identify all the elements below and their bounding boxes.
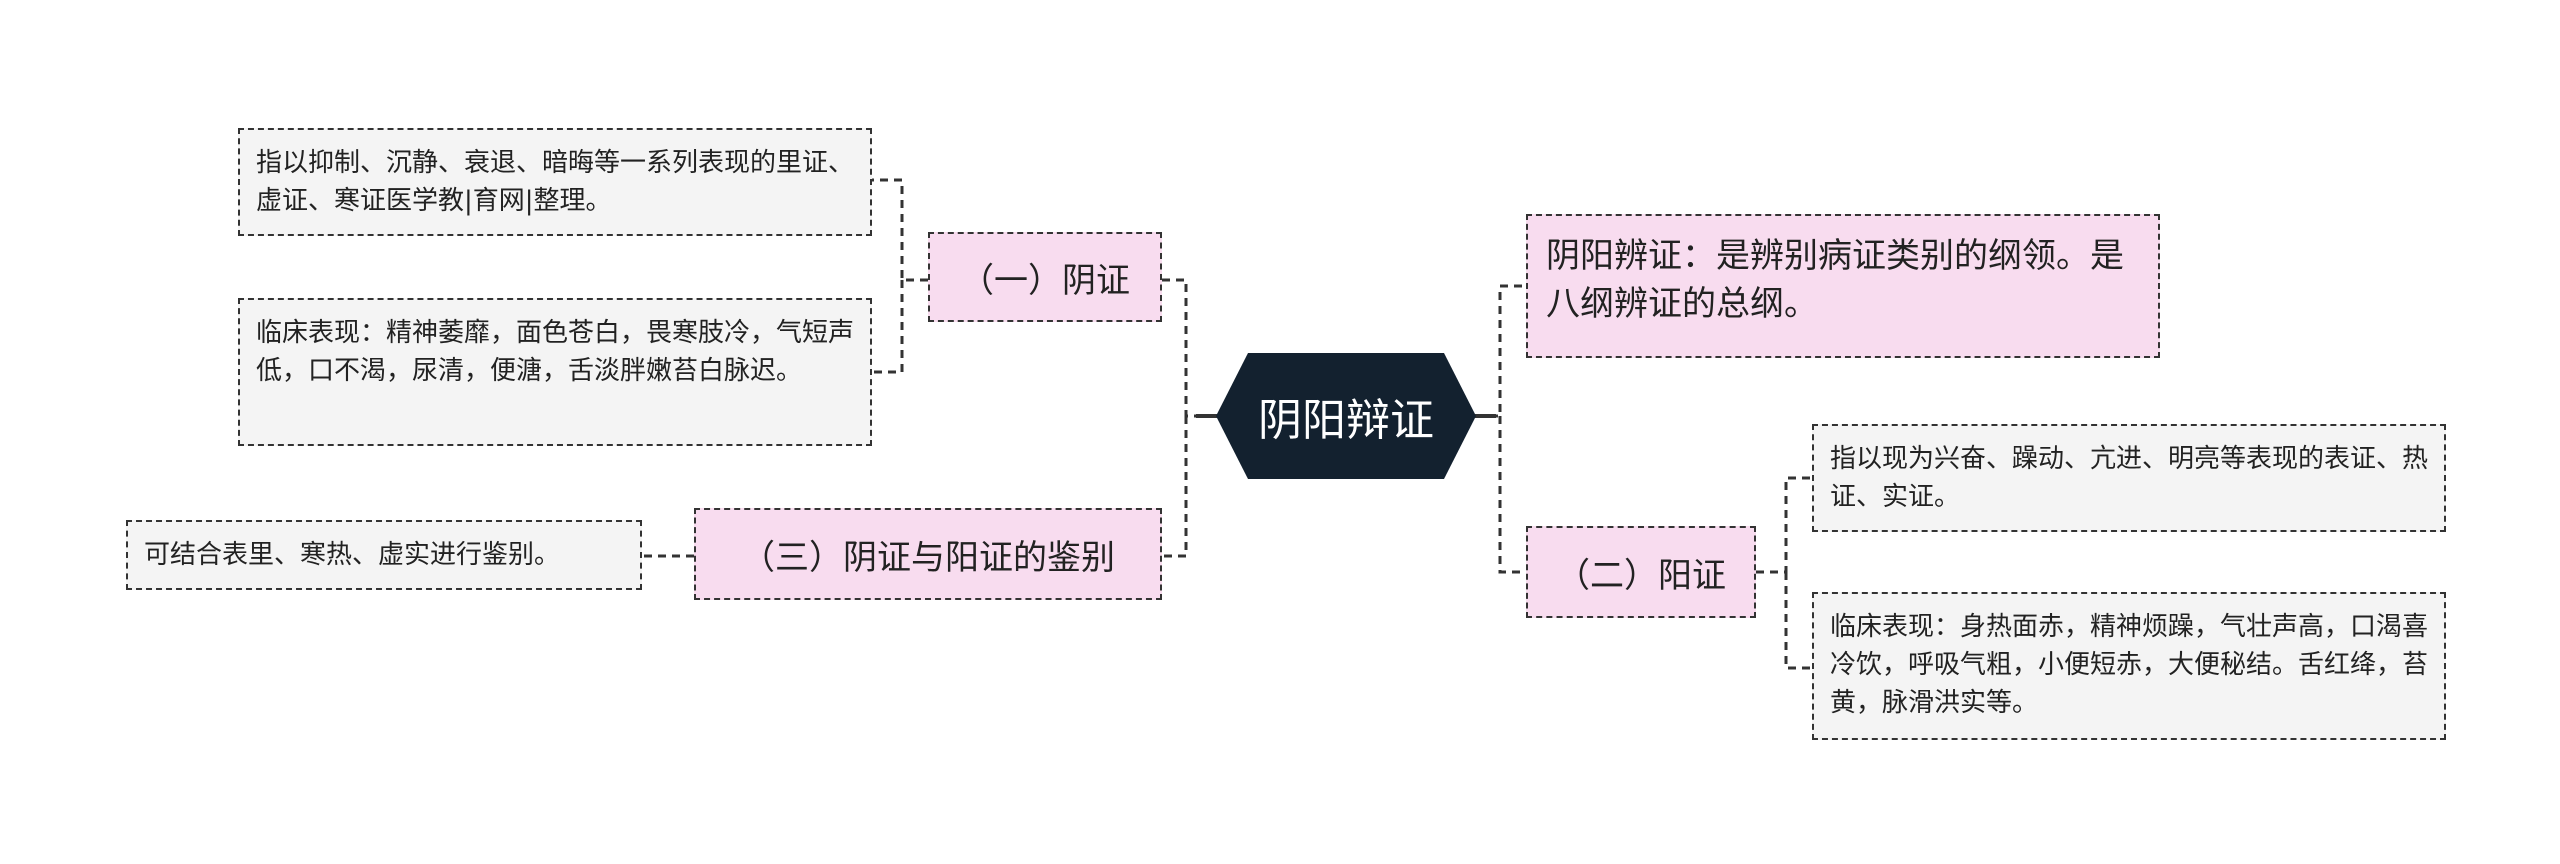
yang-definition-text: 指以现为兴奋、躁动、亢进、明亮等表现的表证、热证、实证。 bbox=[1830, 444, 2429, 512]
yin-clinical-text: 临床表现：精神萎靡，面色苍白，畏寒肢冷，气短声低，口不渴，尿清，便溏，舌淡胖嫩苔… bbox=[256, 318, 855, 386]
root-node[interactable]: 阴阳辩证 bbox=[1258, 395, 1434, 446]
connector-root-right-lower bbox=[1498, 416, 1526, 574]
yin-clinical-node[interactable]: 临床表现：精神萎靡，面色苍白，畏寒肢冷，气短声低，口不渴，尿清，便溏，舌淡胖嫩苔… bbox=[238, 298, 872, 446]
connector-root-left-lower bbox=[1162, 416, 1188, 558]
yang-branch-node[interactable]: （二）阳证 bbox=[1526, 526, 1756, 618]
yin-branch-node[interactable]: （一）阴证 bbox=[928, 232, 1162, 322]
yang-branch-label: （二）阳证 bbox=[1556, 555, 1726, 596]
definition-text: 阴阳辨证：是辨别病证类别的纲领。是八纲辨证的总纲。 bbox=[1546, 236, 2124, 324]
connector-yin-leaf-2 bbox=[872, 280, 904, 374]
connector-root-right bbox=[1476, 284, 1526, 418]
yang-clinical-node[interactable]: 临床表现：身热面赤，精神烦躁，气壮声高，口渴喜冷饮，呼吸气粗，小便短赤，大便秘结… bbox=[1812, 592, 2446, 740]
yang-definition-node[interactable]: 指以现为兴奋、躁动、亢进、明亮等表现的表证、热证、实证。 bbox=[1812, 424, 2446, 532]
yang-clinical-text: 临床表现：身热面赤，精神烦躁，气壮声高，口渴喜冷饮，呼吸气粗，小便短赤，大便秘结… bbox=[1830, 612, 2429, 718]
distinguish-branch-label: （三）阴证与阳证的鉴别 bbox=[741, 537, 1115, 578]
connector-yin-leaves bbox=[872, 178, 928, 282]
root-node-shape bbox=[1216, 353, 1476, 479]
distinguish-branch-node[interactable]: （三）阴证与阳证的鉴别 bbox=[694, 508, 1162, 600]
distinguish-detail-text: 可结合表里、寒热、虚实进行鉴别。 bbox=[144, 540, 561, 570]
connector-yang-leaves bbox=[1756, 476, 1812, 574]
definition-node[interactable]: 阴阳辨证：是辨别病证类别的纲领。是八纲辨证的总纲。 bbox=[1526, 214, 2160, 358]
connector-yang-leaf-2 bbox=[1784, 572, 1812, 670]
distinguish-detail-node[interactable]: 可结合表里、寒热、虚实进行鉴别。 bbox=[126, 520, 642, 590]
yin-branch-label: （一）阴证 bbox=[960, 260, 1130, 301]
yin-definition-text: 指以抑制、沉静、衰退、暗晦等一系列表现的里证、虚证、寒证医学教|育网|整理。 bbox=[256, 148, 855, 216]
connector-root-left bbox=[1162, 278, 1216, 418]
yin-definition-node[interactable]: 指以抑制、沉静、衰退、暗晦等一系列表现的里证、虚证、寒证医学教|育网|整理。 bbox=[238, 128, 872, 236]
